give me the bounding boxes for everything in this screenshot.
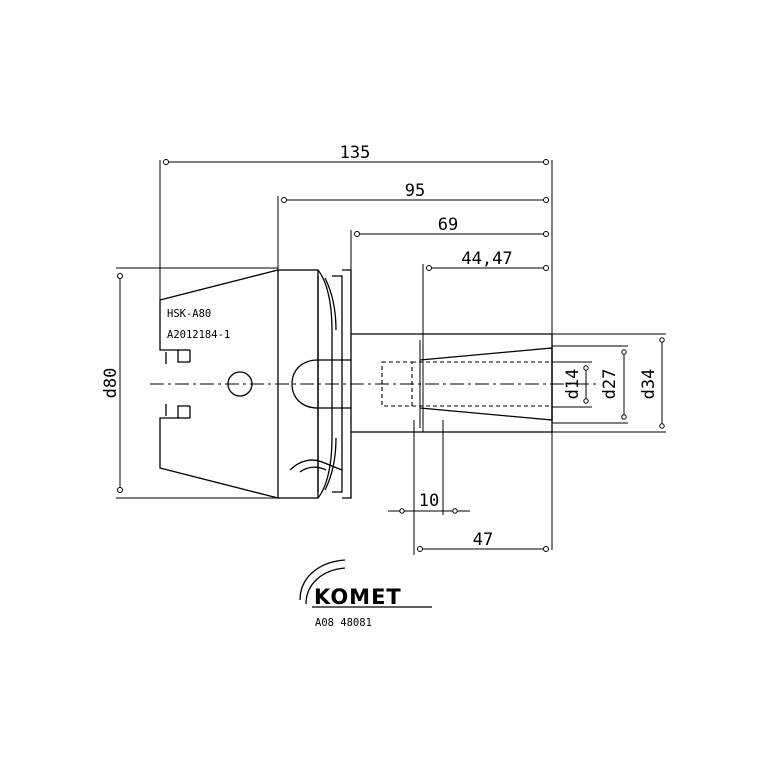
dimension-80: d80 [101, 267, 278, 499]
dimension-95-label: 95 [405, 181, 425, 201]
hsk-shank [159, 269, 279, 499]
dimension-34-label: d34 [639, 369, 659, 400]
dimension-69: 69 [350, 215, 549, 270]
dimension-34: d34 [552, 333, 666, 433]
logo-arc [299, 559, 346, 601]
dimension-10-label: 10 [419, 491, 439, 511]
order-number: A08 48081 [315, 617, 372, 629]
taper-extension [351, 333, 553, 433]
dimension-80-label: d80 [101, 368, 121, 399]
komet-logo: KOMET [299, 559, 432, 609]
dimension-10: 10 [388, 420, 470, 555]
dimension-44-47: 44,47 [422, 249, 549, 432]
shank-type-label: HSK-A80 [167, 308, 211, 320]
dimension-69-label: 69 [438, 215, 458, 235]
dimension-135-label: 135 [340, 143, 371, 163]
part-code-label: A2012184-1 [167, 329, 230, 341]
dimension-135: 135 [159, 143, 553, 550]
dimension-27-label: d27 [600, 369, 620, 400]
dimension-47-label: 47 [473, 530, 493, 550]
dimension-27: d27 [552, 345, 628, 424]
dimension-14: d14 [552, 361, 592, 408]
dimension-47: 47 [417, 530, 549, 552]
dimension-14-label: d14 [563, 369, 583, 400]
logo-text: KOMET [314, 585, 402, 609]
dimension-44-47-label: 44,47 [461, 249, 512, 269]
